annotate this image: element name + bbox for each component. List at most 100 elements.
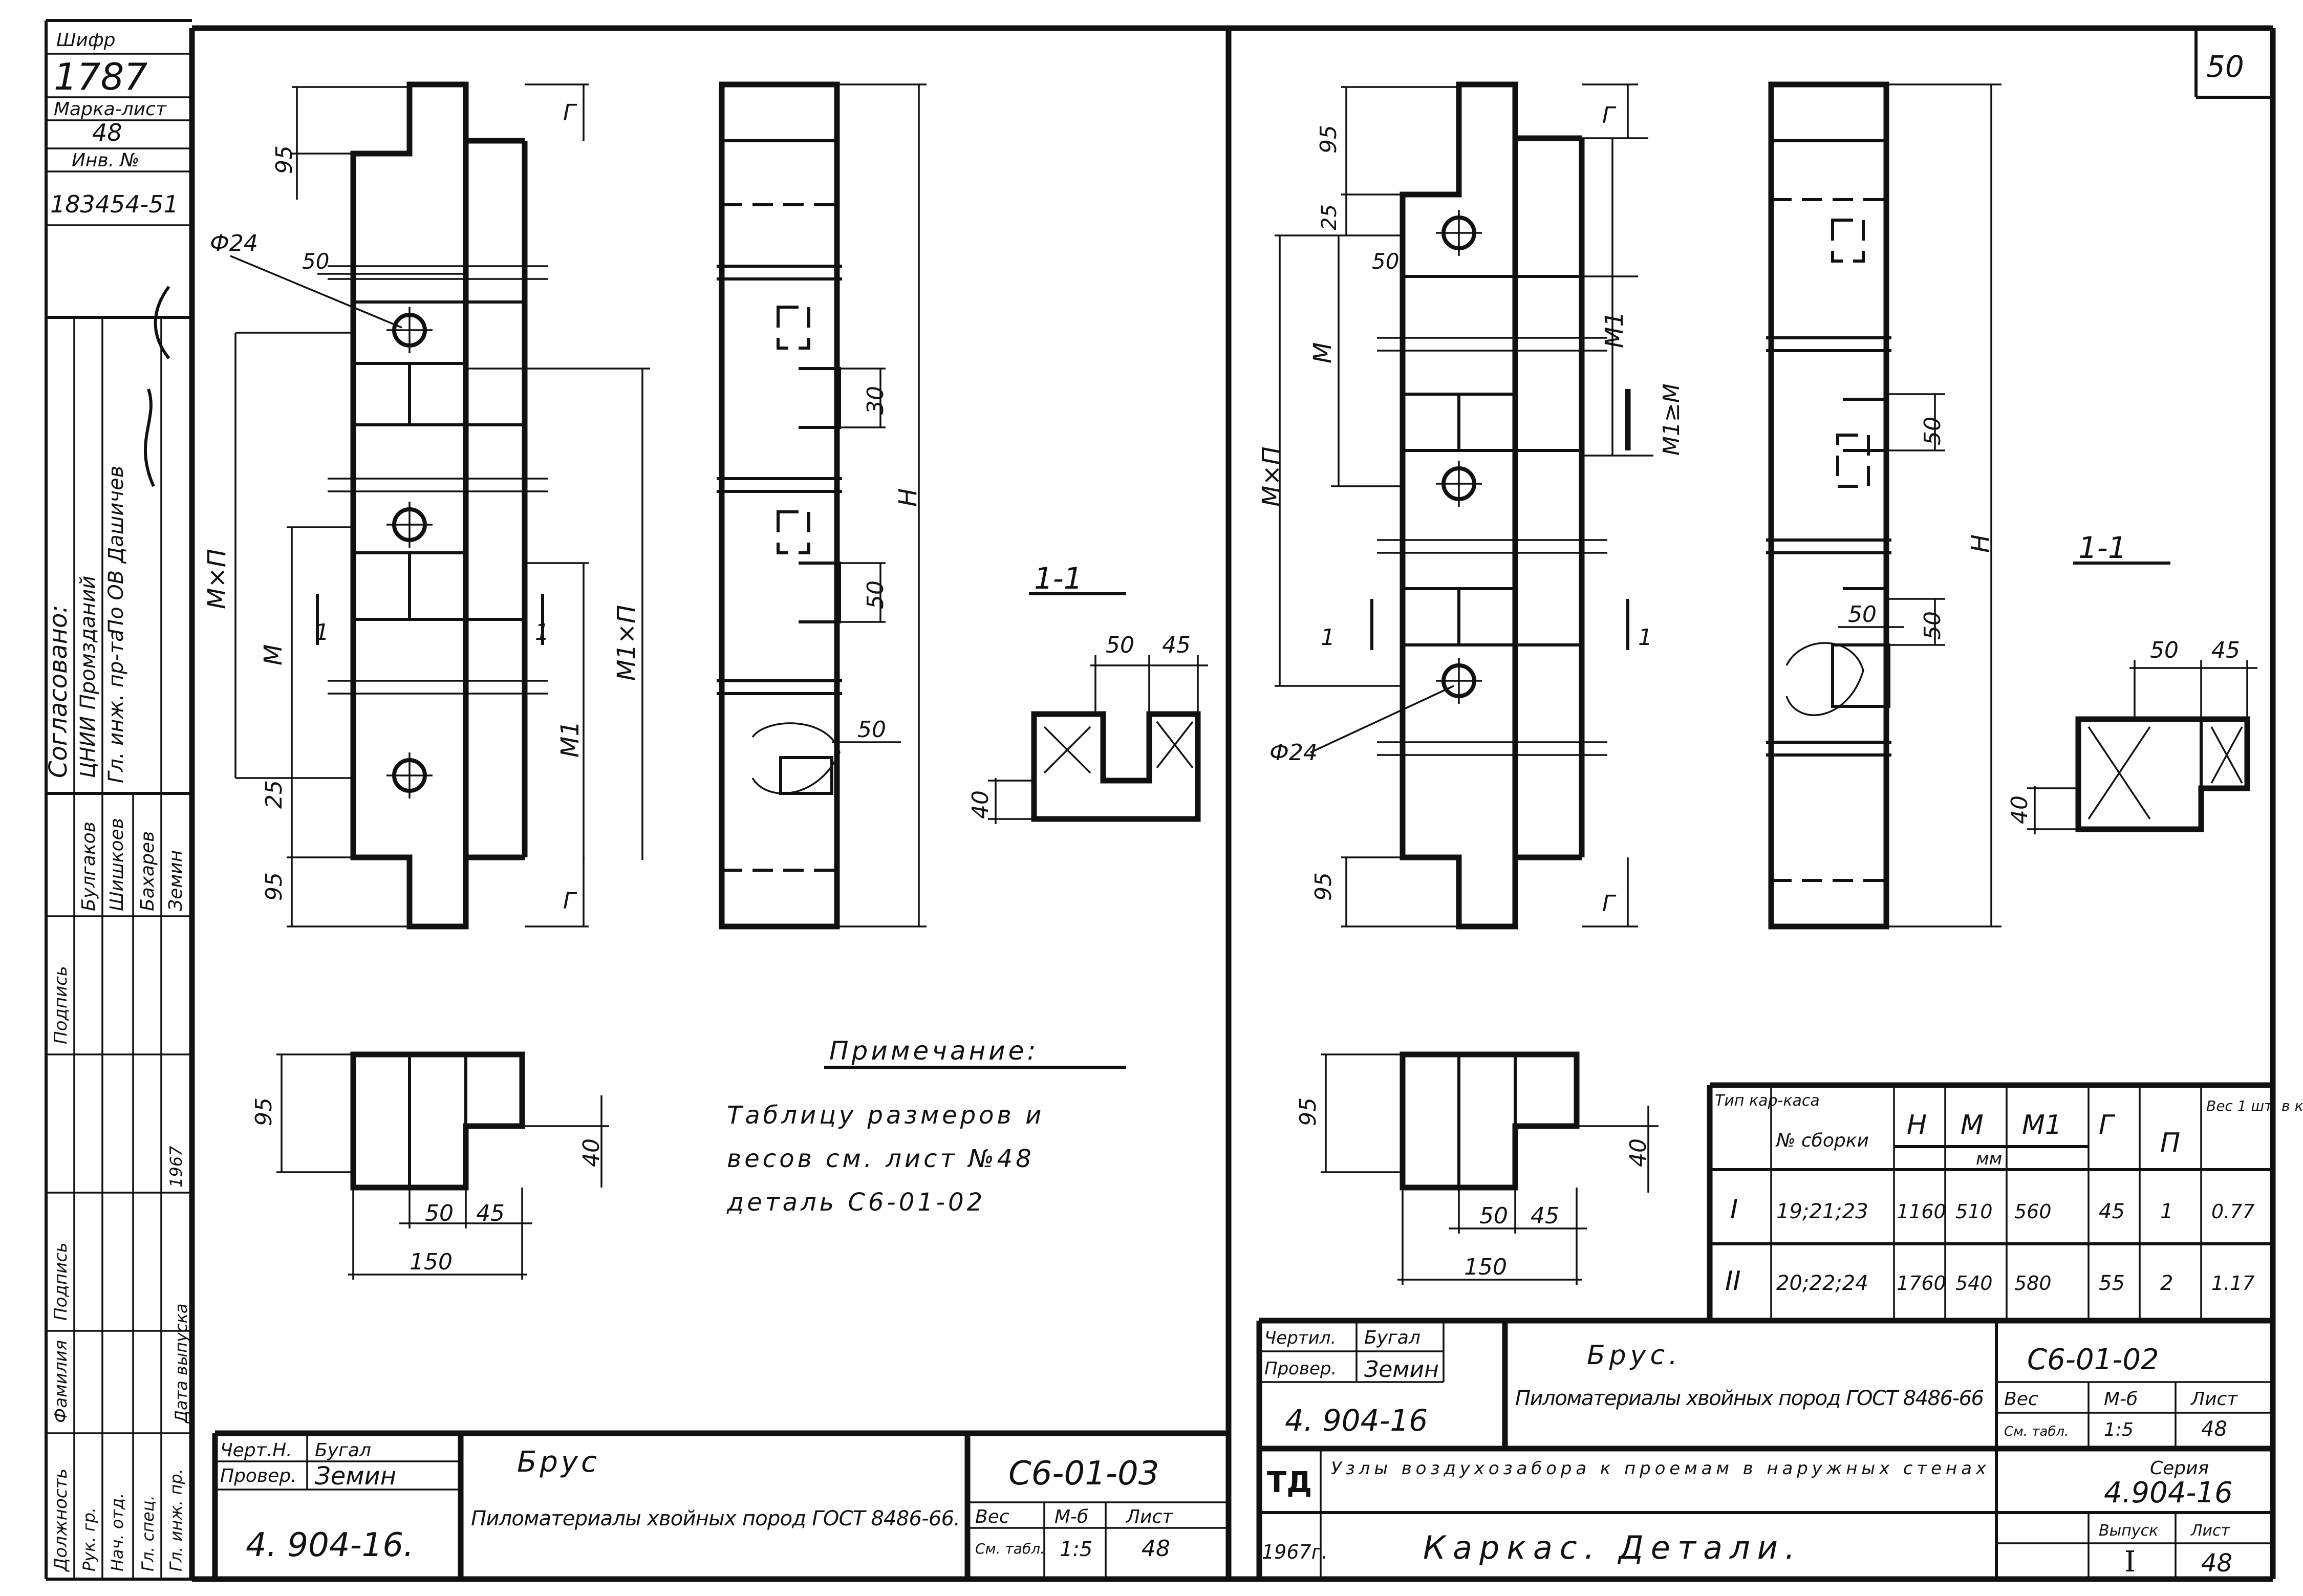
svg-text:I: I: [1730, 1194, 1738, 1225]
right-series-num: 4. 904-16: [1285, 1403, 1428, 1438]
svg-text:25: 25: [261, 780, 287, 809]
dimensions-table: Тип кар-каса № сборки Н М М1 Г П Вес 1 ш…: [1707, 1082, 2303, 1321]
left-section: 1-1 50 45 40: [967, 561, 1208, 824]
svg-text:Г: Г: [1602, 891, 1617, 917]
svg-text:Провер.: Провер.: [1264, 1358, 1337, 1379]
approvals-date: 1967: [166, 1146, 186, 1188]
svg-text:50: 50: [2150, 637, 2179, 663]
approvals-row-1: Нач. отд.: [107, 1493, 127, 1571]
right-material: Пиломатериалы хвойных пород ГОСТ 8486-66: [1515, 1387, 1986, 1410]
svg-text:95: 95: [261, 872, 287, 901]
svg-text:Ф24: Ф24: [1269, 740, 1318, 766]
svg-text:I: I: [2124, 1545, 2136, 1579]
stamp-mark: 48: [92, 119, 122, 146]
svg-text:Вес: Вес: [975, 1506, 1009, 1527]
td-mark: ТД: [1267, 1466, 1312, 1499]
sheet-number: 50: [2206, 49, 2244, 84]
svg-text:М-б: М-б: [2104, 1389, 2138, 1410]
svg-text:1: 1: [1638, 624, 1652, 651]
right-part-name: Брус.: [1587, 1340, 1682, 1371]
svg-text:40: 40: [2007, 795, 2033, 824]
svg-text:М: М: [1961, 1110, 1984, 1140]
svg-text:М1×П: М1×П: [612, 605, 641, 681]
svg-text:50: 50: [1848, 601, 1877, 628]
svg-text:580: 580: [2014, 1272, 2052, 1295]
right-titleblock: Чертил. Провер. Бугал Земин 4. 904-16 Бр…: [1256, 1318, 2273, 1579]
svg-text:45: 45: [1162, 632, 1191, 658]
svg-text:150: 150: [410, 1249, 453, 1275]
svg-text:45: 45: [476, 1200, 505, 1226]
approvals-block: Согласовано: ЦНИИ Промзданий Гл. инж. пр…: [44, 286, 191, 1572]
note-line1: Таблицу размеров и: [727, 1101, 1044, 1130]
svg-text:Земин: Земин: [315, 1462, 396, 1491]
table-row: I 19;21;23 1160 510 560 45 1 0.77: [1730, 1194, 2255, 1225]
svg-text:40: 40: [1625, 1138, 1651, 1167]
stamp-inv-label: Инв. №: [72, 150, 139, 171]
svg-text:1.17: 1.17: [2211, 1272, 2255, 1295]
left-elevation-dims: 95 Ф24 50 М×П М 25 95 Г Г М1×П М1 1 1: [203, 100, 641, 914]
svg-text:50: 50: [1372, 249, 1399, 274]
svg-text:0.77: 0.77: [2211, 1200, 2255, 1223]
svg-text:мм: мм: [1976, 1149, 2002, 1169]
drawing-title: Каркас. Детали.: [1423, 1529, 1802, 1566]
svg-text:Бугал: Бугал: [315, 1440, 371, 1461]
approvals-row-3: Гл. инж. пр.: [166, 1469, 186, 1571]
approvals-col-1: Подпись: [51, 1242, 71, 1321]
svg-text:М×П: М×П: [1257, 446, 1286, 507]
stamp-inv: 183454-51: [50, 190, 179, 218]
svg-text:Н: Н: [894, 488, 922, 507]
svg-text:См. табл.: См. табл.: [2004, 1424, 2069, 1439]
svg-text:1160: 1160: [1897, 1200, 1946, 1223]
svg-text:Вес 1 шт. в кг: Вес 1 шт. в кг: [2206, 1097, 2303, 1114]
svg-text:1: 1: [535, 619, 549, 645]
note-line2: весов см. лист №48: [727, 1145, 1035, 1173]
svg-text:Н: Н: [1966, 534, 1995, 553]
left-section-title: 1-1: [1034, 561, 1083, 596]
svg-text:45: 45: [1531, 1203, 1559, 1229]
svg-text:Выпуск: Выпуск: [2099, 1522, 2158, 1540]
approvals-org2: Гл. инж. пр-та: [104, 629, 128, 783]
left-titleblock: Черт.Н. Провер. Бугал Земин Брус С6-01-0…: [212, 1430, 1229, 1579]
svg-text:Г: Г: [1602, 102, 1617, 128]
svg-text:Чертил.: Чертил.: [1264, 1328, 1336, 1348]
svg-text:Черт.Н.: Черт.Н.: [220, 1440, 292, 1461]
svg-text:Г: Г: [563, 100, 577, 126]
svg-text:48: 48: [1142, 1536, 1170, 1562]
note-line3: деталь С6-01-02: [726, 1188, 985, 1217]
svg-text:Провер.: Провер.: [220, 1465, 297, 1486]
approvals-org3: По ОВ: [104, 570, 128, 635]
svg-text:П: П: [2160, 1128, 2180, 1158]
right-part-code: С6-01-02: [2027, 1343, 2159, 1376]
svg-text:М1: М1: [1600, 311, 1629, 348]
svg-text:540: 540: [1955, 1272, 1993, 1295]
svg-text:2: 2: [2160, 1271, 2173, 1295]
svg-text:М1≥М: М1≥М: [1659, 383, 1685, 456]
svg-text:510: 510: [1955, 1200, 1993, 1223]
note-block: Примечание: Таблицу размеров и весов см.…: [726, 1036, 1126, 1217]
svg-text:Лист: Лист: [2190, 1522, 2231, 1540]
svg-text:40: 40: [578, 1138, 605, 1167]
svg-text:Земин: Земин: [1364, 1356, 1439, 1383]
approvals-org8: Земин: [165, 850, 186, 911]
approvals-org6: Шишкоев: [106, 818, 127, 911]
right-side-view: [1766, 81, 2001, 930]
right-subject: Узлы воздухозабора к проемам в наружных …: [1331, 1458, 1987, 1479]
approvals-col-3: Подпись: [51, 966, 71, 1044]
right-plan: 95 40 50 45 150: [1295, 1051, 1659, 1285]
right-elevation: [1275, 81, 1653, 930]
svg-text:45: 45: [2099, 1200, 2125, 1223]
svg-text:95: 95: [271, 145, 297, 174]
approvals-row-4: Дата выпуска: [171, 1303, 191, 1424]
approvals-row-2: Гл. спец.: [138, 1495, 158, 1571]
svg-text:Вес: Вес: [2004, 1389, 2038, 1410]
stamp-mark-label: Марка-лист: [54, 99, 167, 120]
svg-text:М: М: [259, 644, 288, 665]
svg-text:45: 45: [2211, 637, 2240, 663]
svg-text:М1: М1: [556, 721, 585, 758]
left-part-name: Брус: [517, 1446, 600, 1479]
svg-text:Г: Г: [563, 888, 577, 914]
svg-text:Бугал: Бугал: [1364, 1327, 1420, 1348]
svg-text:50: 50: [863, 580, 889, 609]
right-elevation-dims: 95 25 50 Г М М1 М1≥М М×П 1 1 Ф24 95 Г: [1257, 102, 1685, 917]
svg-text:М-б: М-б: [1054, 1506, 1088, 1527]
